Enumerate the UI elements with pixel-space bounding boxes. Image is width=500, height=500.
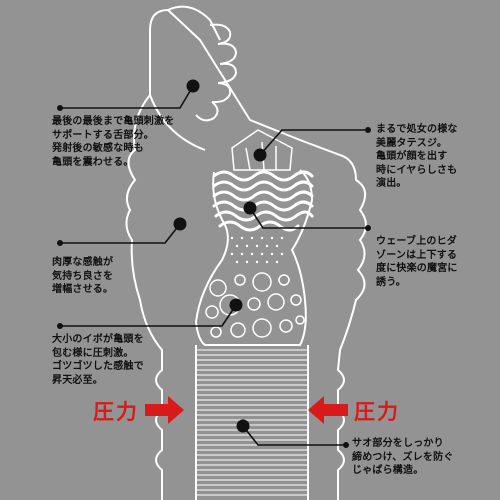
dot-tongue-end <box>186 79 200 93</box>
pressure-label-right: 圧力 <box>354 400 400 424</box>
callout-line-tongue <box>60 85 194 109</box>
dot-wave-end <box>365 225 371 231</box>
annotation-tongue: 最後の最後まで亀頭刺激を サポートする舌部分。 発射後の敏感な時も 亀頭を震わせ… <box>52 116 175 168</box>
annotation-bumps: 大小のイボが亀頭を 包む様に圧刺激。 ゴツゴツした感触で 昇天必至。 <box>52 334 144 386</box>
body-outline <box>125 8 367 500</box>
callout-line-bumps <box>60 304 237 327</box>
slit-texture <box>231 129 293 171</box>
dot-wave-start <box>243 201 257 215</box>
dot-virgin-start <box>253 148 267 162</box>
wave-zone <box>212 170 314 232</box>
pressure-arrow-right-icon <box>308 396 348 424</box>
annotation-shaft: サオ部分をしっかり 締めつけ、ズレを防ぐ じゃばら構造。 <box>352 438 454 477</box>
annotation-thick-feel: 肉厚な感触が 気持ち良さを 増幅させる。 <box>52 257 114 296</box>
tongue-part <box>149 5 238 151</box>
dot-thick-start <box>57 240 63 246</box>
dot-tongue-start <box>57 105 63 111</box>
dotted-mesh <box>230 236 284 264</box>
dot-bumps-end <box>229 298 243 312</box>
dot-thick-end <box>173 217 187 231</box>
pressure-label-left: 圧力 <box>93 400 139 424</box>
callout-dots <box>57 79 371 448</box>
shaft-ribs <box>196 349 308 496</box>
bump-zone <box>205 272 305 338</box>
shaft-outline <box>195 345 309 500</box>
callout-lines <box>60 85 368 446</box>
dot-shaft-start <box>236 419 250 433</box>
annotation-wave-zone: ウェーブ上のヒダ ゾーンは上下する 度に快楽の魔宮に 誘う。 <box>376 236 458 288</box>
inner-chamber <box>194 169 314 346</box>
dot-virgin-end <box>365 127 371 133</box>
callout-line-virgin <box>259 129 368 156</box>
pressure-arrow-left-icon <box>145 396 184 424</box>
callout-line-thick <box>60 223 181 244</box>
callout-line-shaft <box>242 425 346 446</box>
annotation-virgin-slit: まるで処女の様な 美麗タテスジ。 亀頭が顔を出す 時にイヤらしさも 演出。 <box>376 124 458 190</box>
dot-shaft-end <box>343 442 349 448</box>
callout-line-wave <box>249 207 368 229</box>
dot-bumps-start <box>57 323 63 329</box>
